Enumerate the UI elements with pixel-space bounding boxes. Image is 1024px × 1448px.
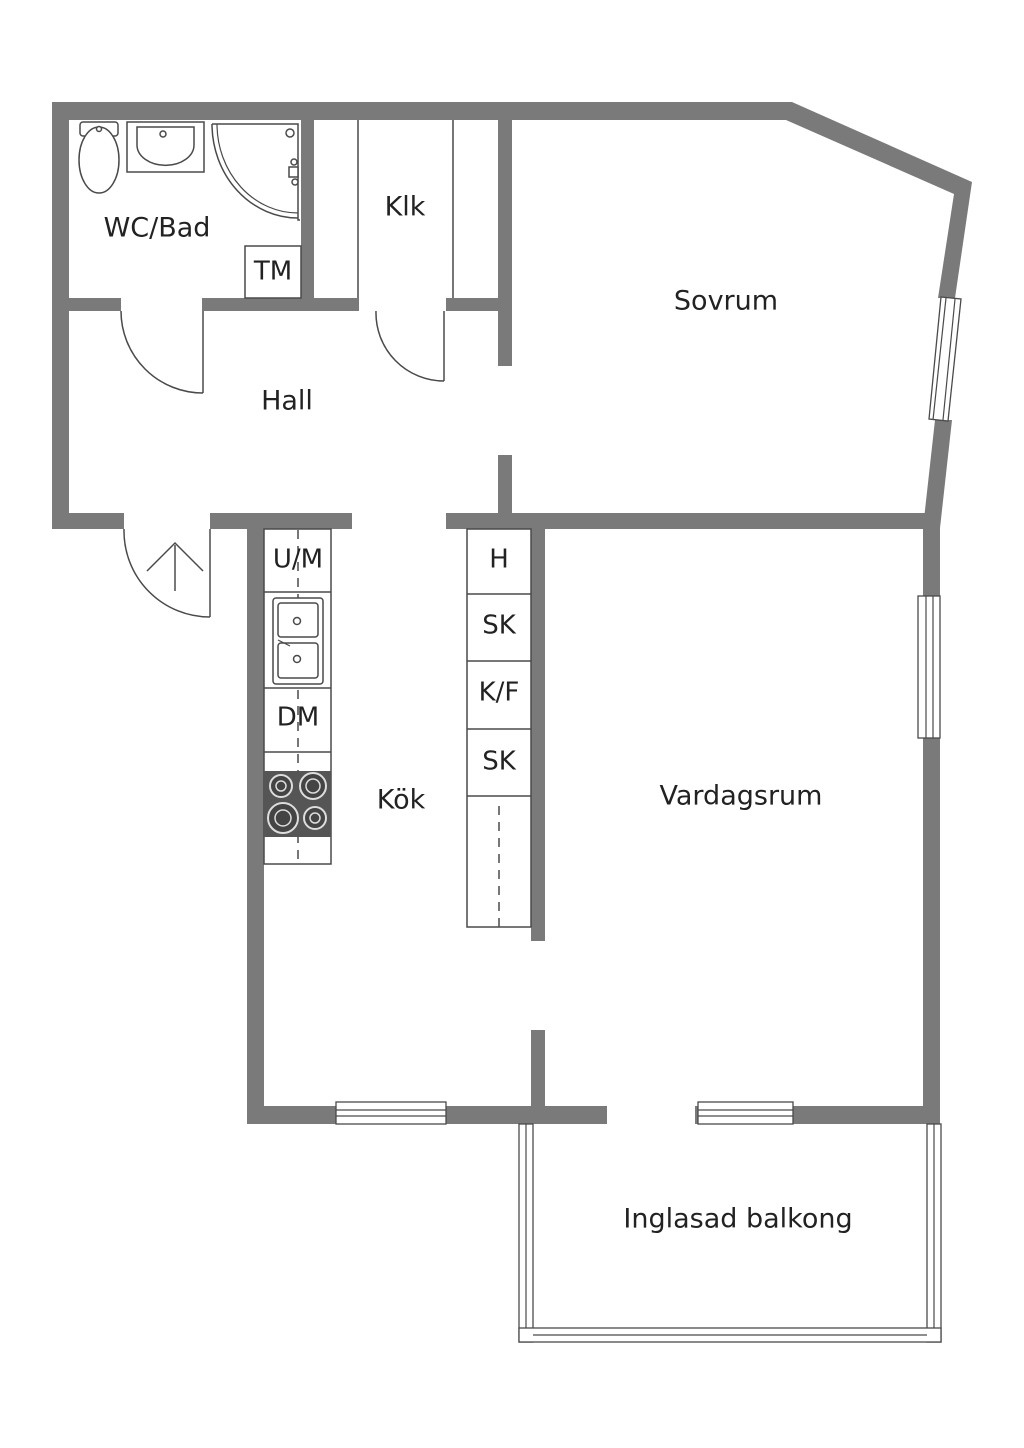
stove-icon	[264, 771, 331, 837]
room-label-sovrum: Sovrum	[674, 286, 778, 317]
entrance-arrow-icon	[146, 541, 204, 591]
fixture-label-sk-1: SK	[482, 611, 517, 641]
washing-machine-box	[244, 245, 302, 299]
doors	[120, 310, 445, 618]
room-label-kok: Kök	[377, 785, 426, 816]
fixture-label-tm: TM	[253, 257, 292, 287]
kitchen-sink-icon	[272, 597, 324, 685]
room-label-wc-bad: WC/Bad	[104, 213, 211, 244]
fixture-label-sk-2: SK	[482, 747, 517, 777]
fixture-label-dm: DM	[277, 703, 319, 733]
kitchen-cabinets-right	[466, 528, 532, 928]
fixture-label-kf: K/F	[479, 678, 520, 708]
fixture-labels: TM U/M DM H SK K/F SK	[253, 257, 520, 777]
room-label-klk: Klk	[385, 192, 426, 223]
room-label-vardagsrum: Vardagsrum	[660, 781, 823, 812]
fixture-label-um: U/M	[273, 545, 323, 575]
balcony-glazing	[518, 1123, 942, 1343]
sink-icon	[126, 121, 205, 173]
toilet-icon	[78, 121, 120, 194]
fixture-label-h: H	[489, 545, 509, 575]
closet-shelves	[357, 120, 454, 298]
room-label-inglasad-balkong: Inglasad balkong	[623, 1204, 852, 1235]
room-labels: WC/Bad Klk Sovrum Hall Kök Vardagsrum In…	[104, 192, 853, 1235]
shower-icon	[211, 123, 300, 221]
windows	[335, 296, 962, 1125]
room-label-hall: Hall	[261, 386, 313, 417]
